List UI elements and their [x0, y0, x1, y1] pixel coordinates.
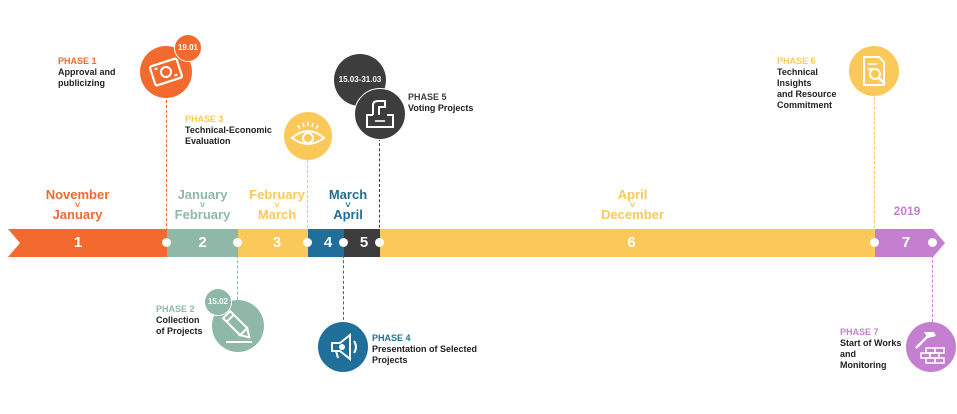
phase-2-title-line1: Collection: [156, 315, 200, 325]
connector-phase-3: [307, 160, 308, 238]
phase-5-text: PHASE 5 Voting Projects: [408, 92, 508, 114]
boundary-dot: [928, 238, 937, 247]
boundary-dot: [303, 238, 312, 247]
period-from: January: [177, 187, 228, 202]
phase-5-label: PHASE 5: [408, 92, 447, 102]
document-search-icon: [863, 56, 886, 86]
period-label-6: April ˅ December: [580, 188, 685, 222]
period-label-7: 2019: [882, 204, 932, 218]
segment-1-number: 1: [73, 234, 83, 251]
segment-6: 6: [380, 229, 875, 257]
phase-7-title-line2: and: [840, 349, 857, 359]
phase-3-title-line1: Technical-Economic: [185, 125, 272, 135]
hammer-bricks-icon: [915, 332, 945, 364]
period-label-1: November ˅ January: [30, 188, 125, 222]
phase-7-title-line3: Monitoring: [840, 360, 887, 370]
phase-6-title-line2: Insights: [777, 78, 812, 88]
period-to: April: [333, 207, 363, 222]
phase-6-circle: [849, 46, 899, 96]
period-to: December: [601, 207, 664, 222]
chevron-down-icon: ˅: [345, 200, 351, 210]
phase-3-circle: [284, 112, 332, 160]
boundary-dot: [233, 238, 242, 247]
phase-3-label: PHASE 3: [185, 114, 224, 124]
phase-4-label: PHASE 4: [372, 333, 411, 343]
money-icon: [149, 57, 183, 87]
phase-6-title-line4: Commitment: [777, 100, 833, 110]
phase-1-label: PHASE 1: [58, 56, 97, 66]
phase-1-title-line2: publicizing: [58, 78, 105, 88]
phase-1-title-line1: Approval and: [58, 67, 116, 77]
connector-phase-7: [932, 250, 933, 322]
phase-6-label: PHASE 6: [777, 56, 816, 66]
period-from: February: [249, 187, 305, 202]
pencil-icon: [221, 309, 252, 343]
phase-6-title-line3: and Resource: [777, 89, 837, 99]
period-label-4: March ˅ April: [318, 188, 378, 222]
phase-7-label: PHASE 7: [840, 327, 879, 337]
phase-2-text: PHASE 2 Collection of Projects: [156, 304, 226, 337]
phase-3-text: PHASE 3 Technical-Economic Evaluation: [185, 114, 290, 147]
segment-7-number: 7: [901, 234, 911, 251]
phase-7-circle: [906, 322, 956, 372]
phase-3-title-line2: Evaluation: [185, 136, 231, 146]
period-from: April: [617, 187, 648, 202]
phase-2-title-line2: of Projects: [156, 326, 203, 336]
period-to: March: [257, 207, 297, 222]
chevron-down-icon: ˅: [199, 200, 206, 210]
phase-6-title-line1: Technical: [777, 67, 818, 77]
phase-6-text: PHASE 6 Technical Insights and Resource …: [777, 56, 857, 111]
phase-4-circle: [318, 322, 368, 372]
phase-7-title-line1: Start of Works: [840, 338, 902, 348]
segment-5-number: 5: [359, 234, 369, 251]
segment-7: 7: [875, 229, 945, 257]
chevron-down-icon: ˅: [74, 200, 81, 210]
segment-1: 1: [8, 229, 167, 257]
connector-phase-6: [874, 92, 875, 238]
segment-6-number: 6: [627, 234, 636, 251]
segment-3-number: 3: [272, 234, 282, 251]
period-label-3: February ˅ March: [238, 188, 316, 222]
phase-1-text: PHASE 1 Approval and publicizing: [58, 56, 148, 89]
segment-2: 2: [167, 229, 238, 257]
boundary-dot: [339, 238, 348, 247]
connector-phase-2: [237, 250, 238, 310]
boundary-dot: [375, 238, 384, 247]
period-from: November: [45, 187, 110, 202]
chevron-down-icon: ˅: [274, 200, 280, 210]
phase-4-title-line2: Projects: [372, 355, 408, 365]
megaphone-icon: [331, 332, 357, 362]
phase-2-label: PHASE 2: [156, 304, 195, 314]
ballot-icon: [366, 100, 394, 128]
boundary-dot: [870, 238, 879, 247]
phase-7-text: PHASE 7 Start of Works and Monitoring: [840, 327, 915, 371]
segment-3: 3: [238, 229, 308, 257]
connector-phase-5: [379, 138, 380, 238]
period-to: January: [52, 207, 103, 222]
phase-4-title-line1: Presentation of Selected: [372, 344, 478, 354]
segment-5: 5: [344, 229, 380, 257]
connector-phase-4: [343, 250, 344, 325]
period-from: March: [328, 187, 368, 202]
segment-4: 4: [308, 229, 344, 257]
boundary-dot: [162, 238, 171, 247]
segment-4-number: 4: [323, 234, 333, 251]
phase-4-text: PHASE 4 Presentation of Selected Project…: [372, 333, 502, 366]
period-label-2: January ˅ February: [160, 188, 245, 222]
period-year: 2019: [893, 204, 921, 218]
phase-5-title-line1: Voting Projects: [408, 103, 474, 113]
segment-2-number: 2: [198, 234, 207, 251]
segment-1-shape: [8, 229, 167, 257]
period-to: February: [174, 207, 231, 222]
phase-2-date-badge: 15.02: [204, 288, 232, 316]
chevron-down-icon: ˅: [629, 200, 636, 210]
segment-7-arrow: [875, 229, 945, 257]
eye-icon: [290, 122, 326, 145]
phase-1-date-badge: 19.01: [174, 34, 202, 62]
connector-phase-1: [166, 100, 167, 236]
phase-5-circle: [354, 88, 406, 140]
